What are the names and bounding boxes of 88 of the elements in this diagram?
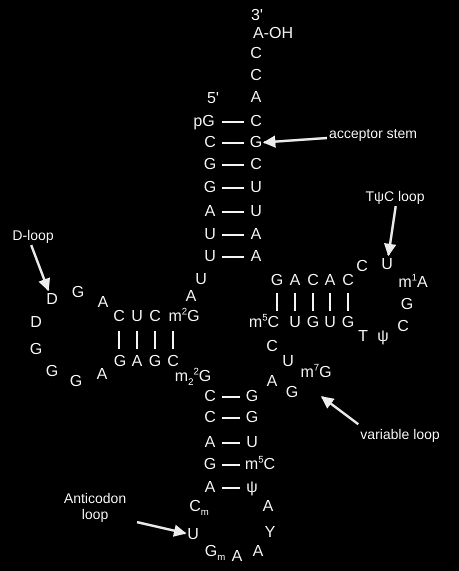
leader-arrow: [384, 206, 397, 256]
nucleotide-label: G: [270, 273, 284, 289]
nucleotide-label: U: [324, 315, 336, 331]
nucleotide-label: A: [252, 544, 264, 560]
nucleotide-label: A: [186, 289, 196, 305]
nucleotide-label: G$_{m}$: [204, 544, 226, 560]
strand-end-label: 3': [251, 8, 263, 24]
nucleotide-label: C: [266, 339, 278, 355]
nucleotide-label: A: [250, 249, 262, 265]
nucleotide-label: A: [204, 435, 216, 451]
nucleotide-label: C: [250, 46, 262, 62]
nucleotide-label: m$_{2}$$^{2}$G: [174, 369, 212, 385]
nucleotide-label: C: [342, 273, 354, 289]
nucleotide-label: m$^{5}$C: [244, 457, 276, 473]
nucleotide-label: A: [266, 374, 278, 390]
nucleotide-label: A: [132, 354, 142, 370]
nucleotide-label: D: [30, 315, 42, 331]
nucleotide-label: C: [250, 68, 262, 84]
nucleotide-label: A: [250, 227, 262, 243]
nucleotide-label: G: [204, 457, 216, 473]
callout-label: TψC loop: [366, 188, 424, 204]
nucleotide-label: C: [204, 389, 216, 405]
nucleotide-label: A: [324, 273, 336, 289]
nucleotide-label: A: [232, 549, 242, 565]
nucleotide-label: G: [286, 385, 298, 401]
nucleotide-label: m$^{5}$C: [248, 315, 280, 331]
nucleotide-label: G: [246, 410, 258, 426]
nucleotide-label: m$^{1}$A: [398, 275, 428, 291]
nucleotide-label: C: [250, 157, 262, 173]
nucleotide-label: U: [289, 315, 301, 331]
nucleotide-label: G: [204, 157, 216, 173]
nucleotide-label: C: [356, 259, 368, 275]
nucleotide-label: A: [204, 204, 216, 220]
nucleotide-label: m$^{7}$G: [300, 365, 332, 381]
nucleotide-label: A: [204, 480, 216, 496]
nucleotide-label: G: [306, 315, 320, 331]
nucleotide-label: T: [358, 329, 368, 345]
nucleotide-label: U: [381, 257, 393, 273]
nucleotide-label: G: [70, 374, 82, 390]
nucleotide-label: U: [187, 527, 199, 543]
callout-label: Anticodon loop: [55, 490, 135, 522]
nucleotide-label: C: [204, 135, 216, 151]
nucleotide-label: C: [250, 114, 262, 130]
leader-arrow: [30, 244, 50, 292]
callout-label: D-loop: [12, 226, 54, 244]
nucleotide-label: A: [98, 295, 108, 311]
nucleotide-label: A: [96, 367, 108, 383]
nucleotide-label: G: [72, 285, 84, 301]
nucleotide-label: m$^{2}$G: [168, 309, 200, 325]
nucleotide-label: G: [342, 315, 354, 331]
nucleotide-label: A: [262, 499, 274, 515]
nucleotide-label: C$_{m}$: [189, 499, 209, 515]
nucleotide-label: ψ: [246, 480, 258, 496]
nucleotide-label: U: [204, 227, 216, 243]
nucleotide-label: C: [167, 354, 179, 370]
callout-label: variable loop: [360, 426, 440, 442]
nucleotide-label: A-OH: [253, 26, 293, 42]
nucleotide-label: U: [195, 272, 207, 288]
nucleotide-label: C: [307, 273, 319, 289]
nucleotide-label: C: [149, 309, 161, 325]
nucleotide-label: G: [114, 354, 126, 370]
nucleotide-label: G: [204, 180, 216, 196]
leader-arrow: [321, 396, 360, 426]
nucleotide-label: G: [46, 364, 58, 380]
nucleotide-label: U: [250, 180, 262, 196]
nucleotide-label: ψ: [377, 329, 389, 345]
nucleotide-label: C: [113, 309, 125, 325]
leader-arrow: [136, 520, 186, 537]
nucleotide-label: C: [204, 410, 216, 426]
nucleotide-label: U: [282, 354, 294, 370]
nucleotide-label: D: [46, 292, 58, 308]
nucleotide-label: U: [131, 309, 143, 325]
nucleotide-label: G: [400, 297, 414, 313]
nucleotide-label: C: [397, 319, 409, 335]
nucleotide-label: G: [246, 389, 258, 405]
strand-end-label: 5': [207, 91, 219, 107]
leader-arrow: [262, 135, 328, 148]
callout-label: acceptor stem: [329, 124, 417, 142]
nucleotide-label: G: [148, 354, 162, 370]
nucleotide-label: A: [290, 273, 300, 289]
nucleotide-label: G: [30, 342, 42, 358]
nucleotide-label: G: [250, 135, 262, 151]
nucleotide-label: pG: [193, 114, 215, 130]
nucleotide-label: Y: [264, 525, 276, 541]
nucleotide-label: U: [250, 204, 262, 220]
nucleotide-label: A: [250, 90, 262, 106]
nucleotide-label: U: [204, 249, 216, 265]
nucleotide-label: U: [246, 435, 258, 451]
